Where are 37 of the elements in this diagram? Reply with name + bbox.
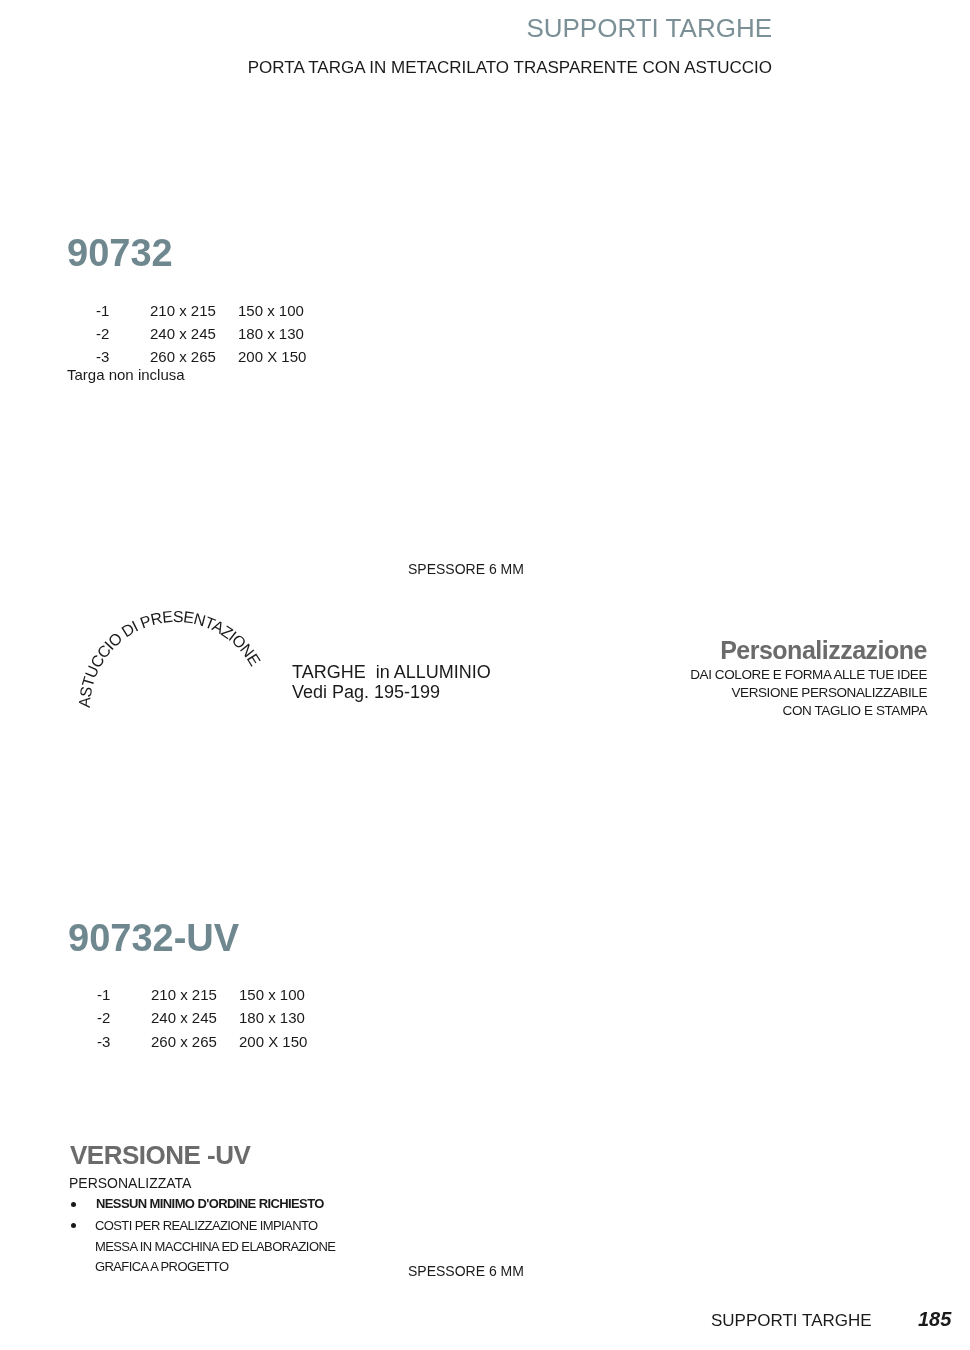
bullet-text: NESSUN MINIMO D'ORDINE RICHIESTO [96, 1197, 324, 1212]
table-cell: -1 [97, 986, 111, 1004]
table-cell: 150 x 100 [239, 986, 305, 1004]
table-cell: 240 x 245 [151, 1009, 217, 1027]
footer-section-name: SUPPORTI TARGHE [711, 1311, 872, 1331]
table-cell: 210 x 215 [151, 986, 217, 1004]
table-cell: -2 [97, 1009, 111, 1027]
section-heading: VERSIONE -UV [70, 1141, 251, 1171]
table-cell: 240 x 245 [150, 325, 216, 343]
cross-reference: Vedi Pag. 195-199 [292, 682, 441, 703]
subtitle: PORTA TARGA IN METACRILATO TRASPARENTE CON ASTUCCIO [247, 58, 772, 78]
product-code: 90732 [67, 232, 173, 276]
feature-line: DAI COLORE E FORMA ALLE TUE IDEE [690, 667, 927, 683]
table-cell: 180 x 130 [239, 1009, 305, 1027]
thickness-note: SPESSORE 6 MM [408, 1263, 524, 1280]
bullet-text: COSTI PER REALIZZAZIONE IMPIANTO MESSA IN MACCHINA ED ELABORAZIONE GRAFICA A PROGETTO [95, 1217, 337, 1276]
table-cell: -2 [96, 325, 110, 343]
table-cell: 200 X 150 [238, 348, 307, 366]
feature-line: VERSIONE PERSONALIZZABILE [731, 685, 927, 701]
thickness-note: SPESSORE 6 MM [408, 561, 524, 578]
page-title: SUPPORTI TARGHE [525, 14, 772, 44]
table-cell: 150 x 100 [238, 302, 304, 320]
table-cell: 260 x 265 [150, 348, 216, 366]
table-cell: -3 [97, 1033, 111, 1051]
table-cell: 200 X 150 [239, 1033, 308, 1051]
cross-reference: TARGHE in ALLUMINIO [292, 662, 491, 683]
table-cell: 210 x 215 [150, 302, 216, 320]
feature-line: CON TAGLIO E STAMPA [782, 703, 927, 719]
note: Targa non inclusa [67, 366, 185, 384]
page-number: 185 [918, 1308, 952, 1331]
product-code: 90732-UV [68, 917, 240, 961]
table-cell: 260 x 265 [151, 1033, 217, 1051]
table-cell: -1 [96, 302, 110, 320]
table-cell: -3 [96, 348, 110, 366]
section-subheading: PERSONALIZZATA [69, 1175, 192, 1192]
table-cell: 180 x 130 [238, 325, 304, 343]
section-heading: Personalizzazione [720, 636, 927, 665]
